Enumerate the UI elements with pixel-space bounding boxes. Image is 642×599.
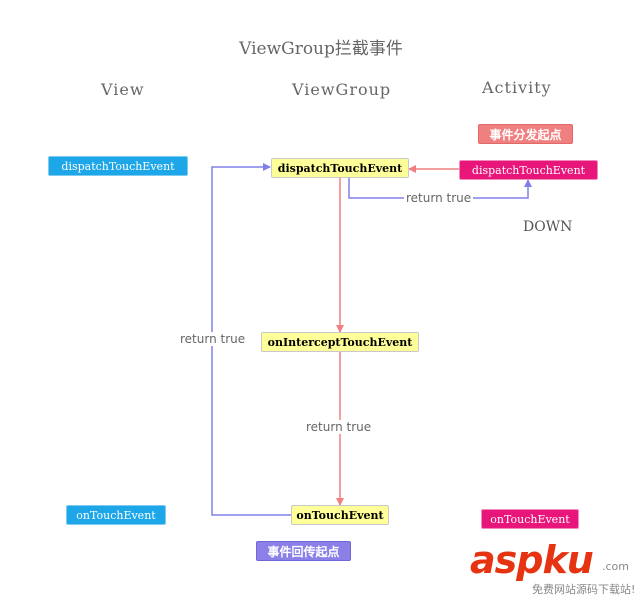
event-return-start-tag: 事件回传起点 — [256, 541, 351, 561]
edge-label-return-true-middle: return true — [304, 420, 374, 434]
down-label: DOWN — [523, 219, 573, 235]
viewgroup-on-touch-event-node: onTouchEvent — [291, 505, 389, 525]
edge-label-return-true-left: return true — [178, 332, 248, 346]
viewgroup-intercept-touch-event-node: onInterceptTouchEvent — [261, 332, 419, 352]
watermark-domain: .com — [602, 560, 629, 573]
column-header-viewgroup: ViewGroup — [292, 80, 392, 99]
viewgroup-dispatch-touch-event-node: dispatchTouchEvent — [271, 158, 409, 178]
column-header-activity: Activity — [482, 78, 552, 97]
column-header-view: View — [101, 80, 145, 99]
diagram-title: ViewGroup拦截事件 — [239, 39, 403, 59]
activity-on-touch-event-node: onTouchEvent — [481, 509, 579, 529]
view-on-touch-event-node: onTouchEvent — [66, 505, 166, 525]
watermark-sub-text: 免费网站源码下载站! — [532, 583, 636, 596]
watermark-main-text: aspku — [470, 538, 594, 582]
activity-dispatch-touch-event-node: dispatchTouchEvent — [459, 160, 598, 180]
event-dispatch-start-tag: 事件分发起点 — [478, 124, 573, 144]
watermark-logo: aspku .com 免费网站源码下载站! — [470, 538, 638, 596]
edge-label-return-true-top: return true — [404, 191, 474, 205]
view-dispatch-touch-event-node: dispatchTouchEvent — [48, 156, 188, 176]
